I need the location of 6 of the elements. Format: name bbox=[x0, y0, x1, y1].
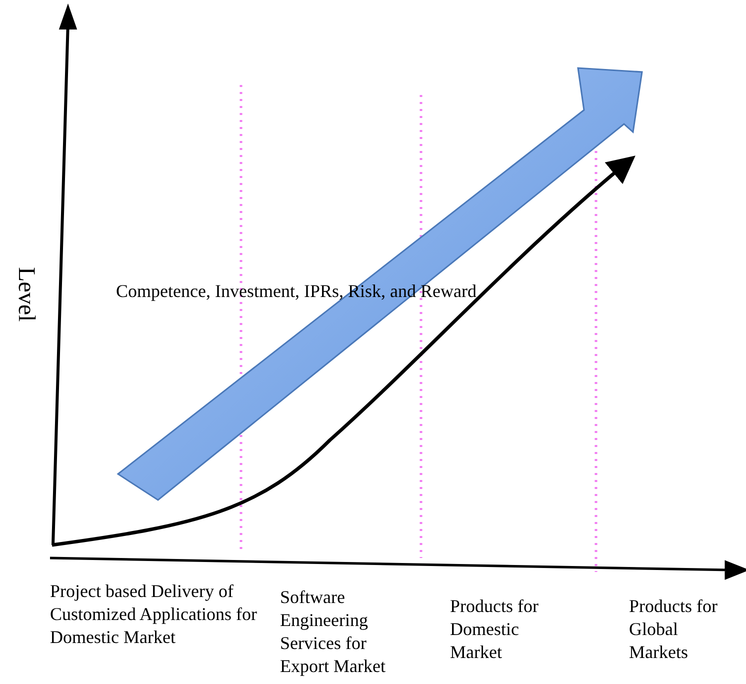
stage-label: Software Engineering Services for Export Market bbox=[280, 586, 386, 678]
stage-label: Products for Global Markets bbox=[629, 595, 718, 664]
arrow-label: Competence, Investment, IPRs, Risk, and Reward bbox=[116, 280, 478, 303]
axis-label: Level bbox=[14, 267, 37, 322]
stage-label: Products for Domestic Market bbox=[450, 595, 540, 664]
stage-label: Project based Delivery of Customized Applications for Domestic Market bbox=[50, 580, 258, 649]
